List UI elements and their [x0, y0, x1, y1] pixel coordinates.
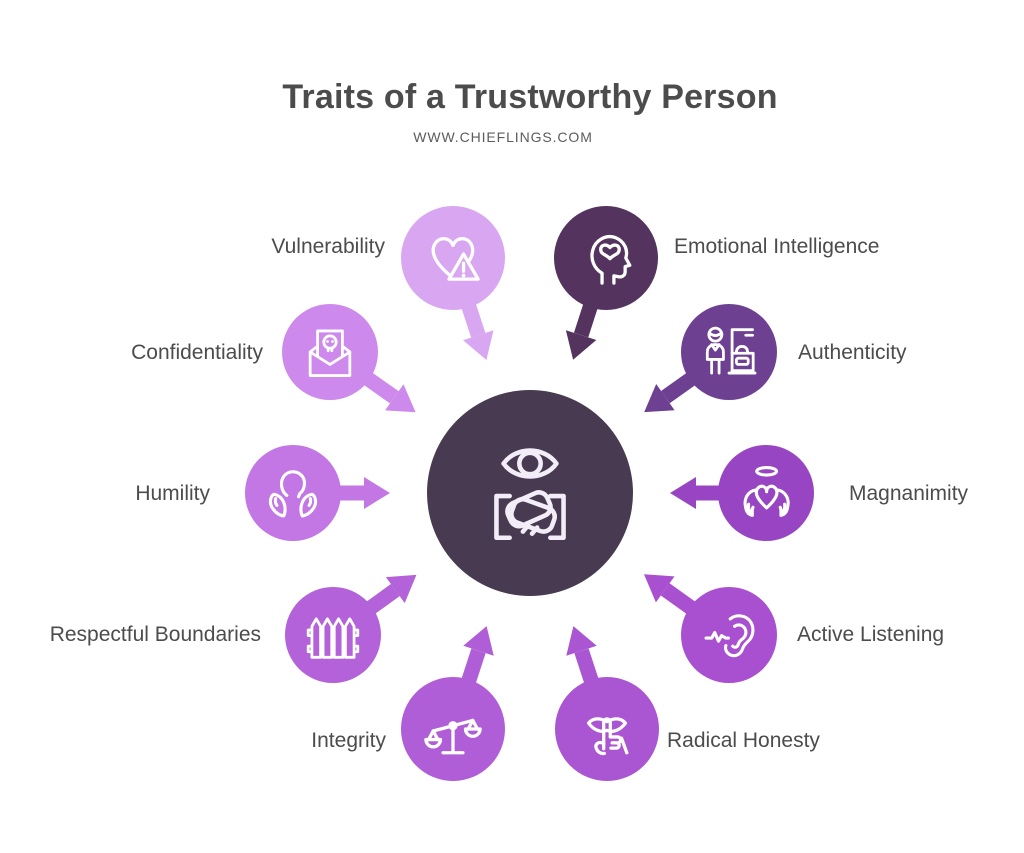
winged-heart-halo-icon	[743, 466, 790, 517]
trait-circle-authenticity	[681, 304, 777, 400]
trait-circle-active-listening	[681, 587, 777, 683]
head-in-hands-icon	[268, 470, 318, 518]
trait-circle-integrity	[401, 677, 505, 781]
trait-circle-confidentiality	[282, 304, 378, 400]
center-circle-trust	[427, 390, 633, 596]
trait-circle-humility	[245, 445, 341, 541]
ear-soundwave-icon	[704, 614, 755, 658]
trait-label-humility: Humility	[135, 482, 210, 505]
balance-scale-icon	[424, 718, 482, 755]
trait-circle-emotional-intelligence	[554, 206, 658, 310]
trait-label-respectful-boundaries: Respectful Boundaries	[49, 623, 261, 646]
trait-label-authenticity: Authenticity	[798, 341, 907, 364]
skull-envelope-icon	[308, 329, 352, 377]
heart-warning-icon	[431, 237, 480, 281]
trait-label-radical-honesty: Radical Honesty	[667, 729, 820, 752]
trait-label-integrity: Integrity	[311, 729, 386, 752]
trait-label-active-listening: Active Listening	[797, 623, 945, 646]
trait-circle-respectful-boundaries	[285, 587, 381, 683]
trait-label-vulnerability: Vulnerability	[271, 235, 385, 258]
page-title: Traits of a Trustworthy Person	[282, 78, 778, 116]
trait-circle-vulnerability	[401, 206, 505, 310]
trait-circle-radical-honesty	[555, 677, 659, 781]
page-subtitle: WWW.CHIEFLINGS.COM	[413, 129, 593, 145]
eye-handshake-icon	[494, 448, 566, 541]
person-checkpoint-icon	[705, 326, 757, 375]
trait-label-magnanimity: Magnanimity	[849, 482, 969, 505]
trait-label-emotional-intelligence: Emotional Intelligence	[674, 235, 880, 258]
shush-lips-finger-icon	[586, 717, 629, 756]
trait-label-confidentiality: Confidentiality	[131, 341, 263, 364]
trait-circle-magnanimity	[718, 445, 814, 541]
picket-fence-icon	[306, 617, 360, 659]
head-heart-icon	[590, 235, 632, 285]
